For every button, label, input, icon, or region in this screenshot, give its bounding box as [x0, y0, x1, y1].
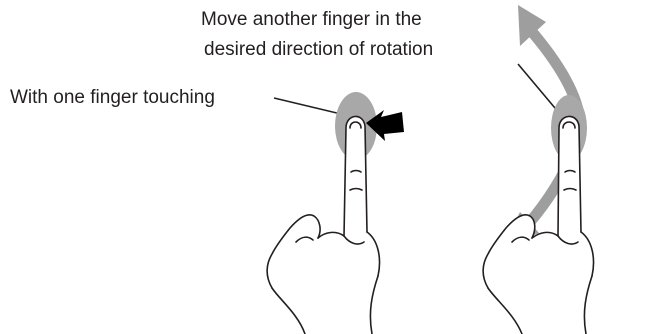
move-finger-label-line2: desired direction of rotation — [204, 38, 433, 62]
touch-finger-label: With one finger touching — [10, 86, 215, 110]
pointing-hand-right-icon — [483, 116, 593, 334]
touch-leader-line — [274, 98, 341, 114]
pointing-hand-left-icon — [267, 116, 379, 334]
move-leader-line — [518, 64, 560, 114]
move-finger-label-line1: Move another finger in the — [201, 8, 422, 32]
